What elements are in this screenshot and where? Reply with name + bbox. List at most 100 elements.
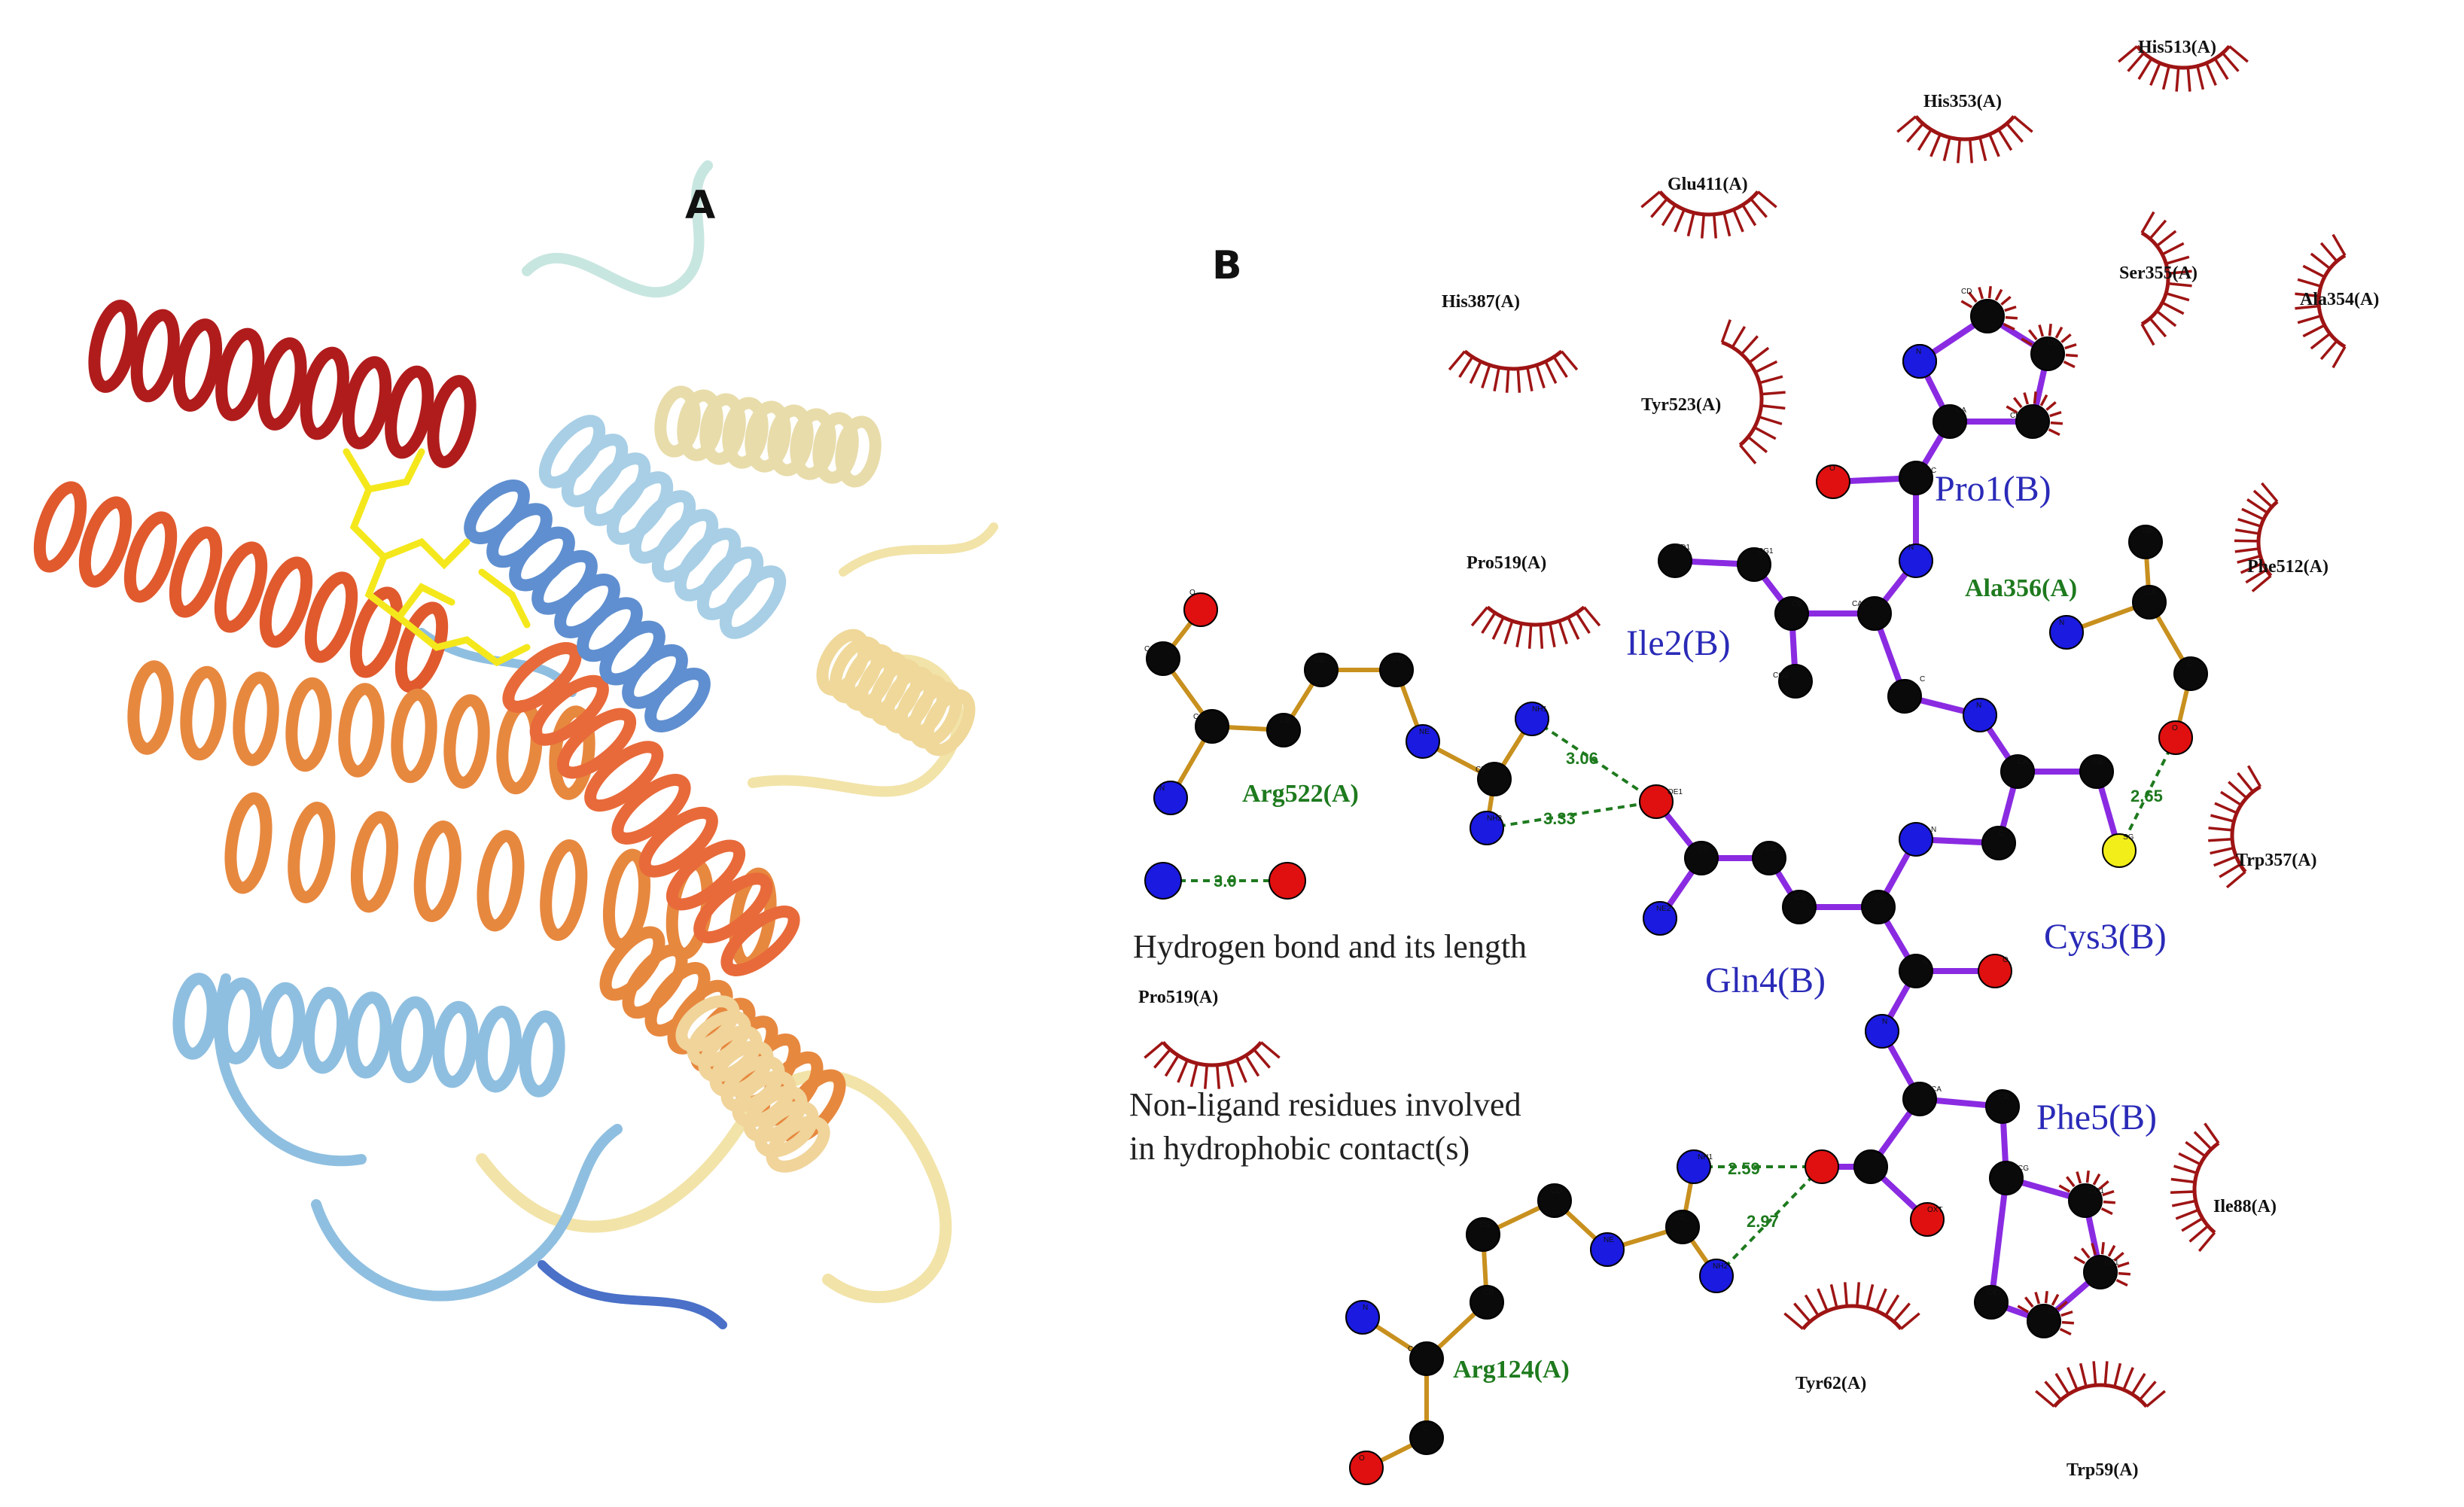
atom-name-label: N — [2059, 619, 2064, 627]
carbon-atom — [1970, 299, 2005, 333]
atom-name-label: NH1 — [1532, 705, 1547, 714]
atom-name-label: CB — [2142, 527, 2152, 535]
legend-contact-arc — [1144, 1041, 1281, 1089]
atom-name-label: N — [1908, 543, 1914, 552]
atom-name-label: CA — [2146, 589, 2156, 597]
atom-name-label: NE — [1604, 1236, 1614, 1244]
carbon-atom — [2132, 585, 2167, 620]
atom-name-label: CZ — [1675, 1213, 1685, 1222]
ligand-contact-fringe — [2006, 391, 2063, 437]
atom-name-label: N — [1916, 348, 1921, 356]
oxygen-atom — [1910, 1202, 1945, 1237]
atom-name-label: NE2 — [1656, 905, 1671, 913]
atom-name-label: CD — [1393, 655, 1403, 663]
ligand-contact-fringe — [2058, 1171, 2116, 1216]
atom-name-label: CA — [1193, 713, 1204, 721]
contact-label-ile88: Ile88(A) — [2213, 1197, 2277, 1216]
hbond-length-4: 2.59 — [1728, 1159, 1760, 1178]
atom-name-label: CB — [1792, 600, 1802, 608]
carbon-atom — [1782, 890, 1817, 924]
atom-name-label: C — [1999, 830, 2004, 838]
atom-name-label: N — [1363, 1304, 1368, 1312]
oxygen-atom — [1805, 1149, 1839, 1184]
atom-name-label: CE2 — [1987, 1289, 2003, 1297]
contact-arc-ser355 — [2140, 211, 2192, 346]
carbon-atom — [2015, 404, 2050, 439]
carbon-atom — [1470, 1285, 1504, 1320]
hbond-length-2: 3.33 — [1543, 809, 1576, 828]
carbon-atom — [1857, 596, 1892, 631]
atom-name-label: CG — [2018, 1164, 2029, 1173]
contact-arc-his387 — [1448, 349, 1579, 393]
contact-arc-trp357 — [2208, 765, 2262, 889]
legend-contact-text-line1: Non-ligand residues involved — [1129, 1086, 1521, 1123]
carbon-atom — [1379, 653, 1414, 687]
residue-label-ala356: Ala356(A) — [1965, 574, 2077, 602]
ligplot-diagram: 3.06 3.33 2.65 2.59 2.97 — [1144, 38, 2379, 1485]
carbon-atom — [2079, 754, 2114, 789]
contact-arc-phe512 — [2234, 482, 2279, 592]
legend: 3.0 Hydrogen bond and its length Pro519(… — [1129, 862, 1527, 1167]
atom-name-label: C — [2187, 660, 2192, 668]
nitrogen-atom — [1699, 1259, 1734, 1293]
contact-label-tyr62: Tyr62(A) — [1795, 1374, 1866, 1393]
nitrogen-atom — [1590, 1232, 1625, 1267]
hbond-lines — [1486, 717, 2177, 1277]
carbon-atom — [2030, 336, 2065, 371]
nitrogen-atom — [1677, 1149, 1711, 1184]
atom-name-label: CG2 — [1773, 671, 1789, 680]
oxygen-atom — [2158, 720, 2193, 755]
carbon-atom — [1477, 762, 1512, 796]
contact-label-trp59: Trp59(A) — [2067, 1460, 2139, 1480]
legend-hbond-text: Hydrogen bond and its length — [1133, 928, 1527, 965]
oxygen-atom — [1349, 1451, 1384, 1485]
hbond-length-3: 2.65 — [2130, 787, 2163, 805]
carbon-atom — [1981, 826, 2016, 860]
atom-name-label: C — [1931, 467, 1936, 475]
contact-arc-his513 — [2118, 44, 2249, 92]
legend-contact-label: Pro519(A) — [1138, 988, 1218, 1007]
carbon-atom — [1658, 543, 1692, 578]
atom-name-label: O — [1829, 464, 1835, 473]
ligand-contact-fringe — [2073, 1242, 2131, 1287]
nitrogen-atom — [1470, 811, 1504, 845]
carbon-atom — [1684, 841, 1719, 875]
contact-arc-his353 — [1896, 115, 2033, 163]
atom-name-label: N — [1931, 826, 1936, 834]
atom-name-label: CA — [1956, 406, 1966, 415]
nitrogen-atom — [1406, 724, 1440, 759]
carbon-atom — [1985, 1089, 2020, 1124]
atom-name-label: OXT — [1927, 1206, 1943, 1214]
carbon-atom — [1409, 1341, 1444, 1376]
residue-label-arg522: Arg522(A) — [1242, 780, 1359, 808]
atom-name-label: O — [1189, 589, 1195, 597]
carbon-atom — [2128, 525, 2163, 559]
atom-name-label: CZ — [1476, 766, 1485, 774]
contact-label-his353: His353(A) — [1923, 92, 2002, 111]
carbon-atom — [2000, 754, 2035, 789]
ligand-label-phe5: Phe5(B) — [2036, 1098, 2157, 1137]
atom-name-label: CZ — [2048, 1308, 2057, 1316]
hbond-length-1: 3.06 — [1566, 749, 1598, 768]
atom-name-label: CD1 — [1675, 543, 1690, 552]
contact-arc-ile88 — [2170, 1122, 2220, 1253]
carbon-atom — [1466, 1217, 1500, 1252]
carbon-atom — [1774, 596, 1809, 631]
carbon-atom — [1266, 713, 1301, 747]
atom-name-label: O — [1359, 1454, 1365, 1463]
legend-oxygen-atom — [1269, 862, 1306, 900]
atom-name-label: C — [1423, 1424, 1428, 1432]
atom-name-label: CG — [1479, 1221, 1491, 1229]
carbon-atom — [2027, 1304, 2061, 1338]
atom-name-label: NH1 — [1698, 1153, 1713, 1161]
hbond-length-5: 2.97 — [1747, 1212, 1779, 1231]
atom-name-label: CA — [1931, 1085, 1942, 1094]
carbon-atom — [1665, 1210, 1700, 1244]
carbon-atom — [1853, 1149, 1888, 1184]
atom-spheres — [1146, 299, 2208, 1485]
carbon-atom — [1933, 404, 1967, 439]
hydrophobic-contact-arcs — [1448, 44, 2347, 1408]
legend-contact-text-line2: in hydrophobic contact(s) — [1129, 1130, 1470, 1167]
